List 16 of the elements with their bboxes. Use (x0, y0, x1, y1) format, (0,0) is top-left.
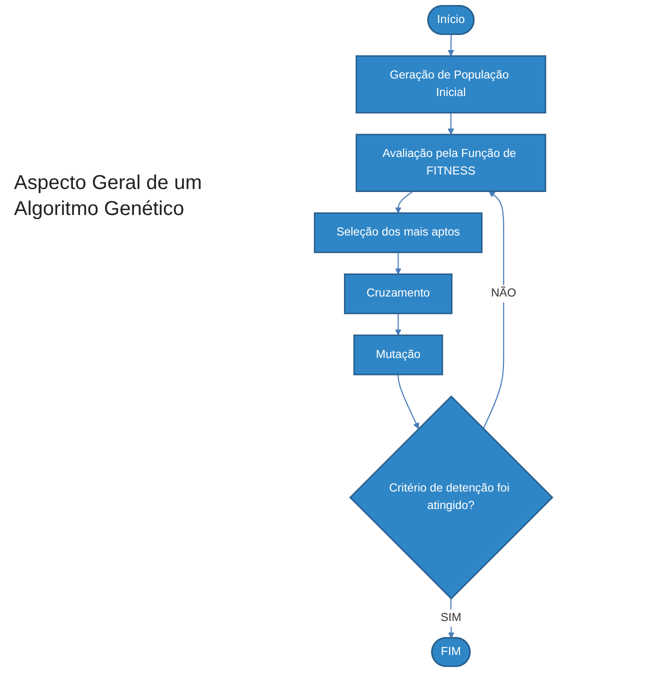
diagram-title: Aspecto Geral de um Algoritmo Genético (14, 171, 203, 222)
arrow (448, 112, 454, 135)
node-diamond: Critério de detenção foi atingido? (349, 395, 554, 600)
edge-label: NÃO (491, 287, 516, 300)
arrow (395, 190, 414, 214)
node-box: Seleção dos mais aptos (314, 212, 483, 254)
node-box: Mutação (353, 334, 444, 376)
arrow (395, 252, 402, 274)
edge-label: SIM (440, 612, 462, 624)
arrow (398, 374, 420, 429)
arrow (395, 313, 402, 336)
node-box: Geração de População Inicial (356, 55, 546, 114)
arrow (448, 34, 454, 56)
node-box: Avaliação pela Função de FITNESS (356, 134, 546, 192)
node-box: Cruzamento (344, 273, 452, 314)
arrow (482, 190, 504, 429)
